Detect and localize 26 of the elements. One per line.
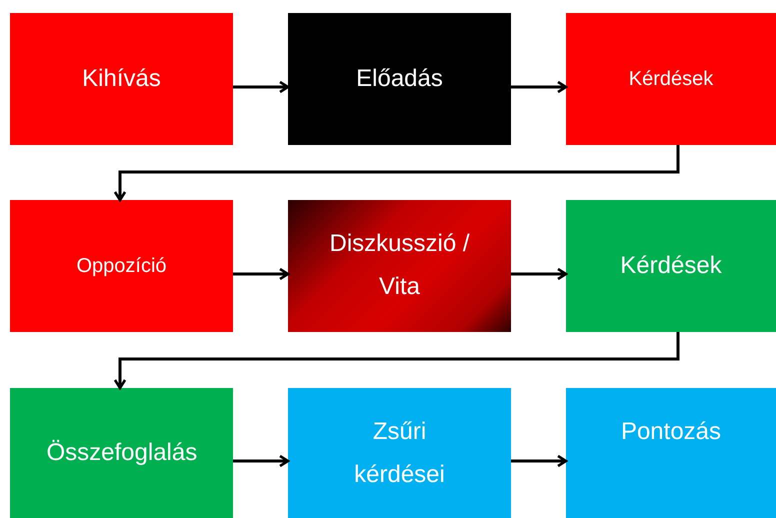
arrow [511,268,568,280]
box-label: Összefoglalás [46,438,196,468]
box-label: Kérdések [628,67,714,92]
arrow [114,145,680,202]
process-box [10,200,233,332]
process-box [566,13,776,145]
process-box [288,388,511,518]
arrow [511,454,568,468]
arrow [511,80,568,94]
box-label: Kérdések [620,251,722,282]
box-label: Kihívás [82,64,161,94]
process-box [566,388,776,518]
box-label: Előadás [356,64,443,94]
box-label: Pontozás [620,417,722,447]
process-box [566,200,776,332]
arrow [233,268,290,280]
box-label: Oppozíció [76,254,167,279]
arrow [233,454,290,468]
arrow [114,332,680,390]
process-box [10,388,233,518]
process-box [10,13,233,145]
process-box [288,200,511,332]
box-label: Diszkusszió / Vita [328,229,471,302]
arrow [233,80,290,94]
process-box [288,13,511,145]
box-label: Zsűri kérdései [353,417,446,490]
